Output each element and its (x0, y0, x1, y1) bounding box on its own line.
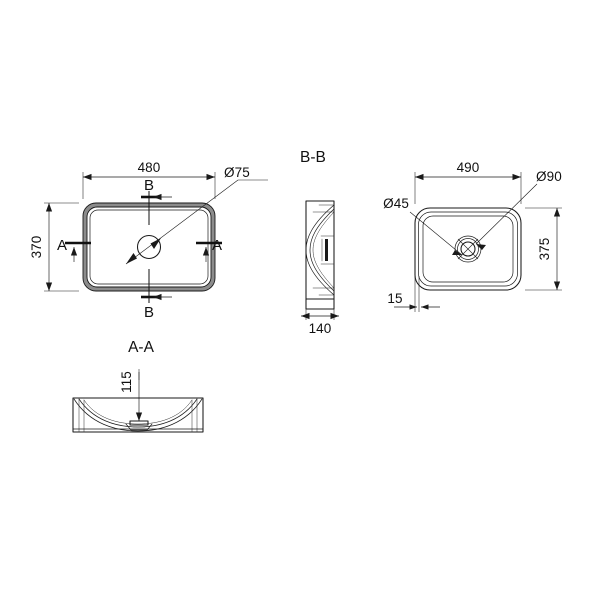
drain-hole-top (136, 234, 162, 260)
basin-inner-edge (89, 209, 209, 285)
label-offset-15: 15 (387, 291, 402, 306)
bb-bowl-curve-outer (305, 204, 335, 296)
aa-drain-plug (129, 420, 149, 426)
view-section-aa: A-A 115 (72, 339, 204, 433)
view-section-bb: B-B 140 (300, 149, 339, 336)
label-drain-inner-dia: Ø45 (383, 196, 409, 211)
bb-drain-slot (325, 239, 328, 261)
bb-bowl-curve-inner (309, 208, 335, 292)
bottom-drain-inner-circle (460, 241, 476, 257)
bb-lower-skirt (305, 298, 335, 310)
label-width-480: 480 (138, 160, 161, 175)
section-label-b-top: B (144, 177, 154, 194)
bottom-outer-outline (414, 207, 522, 291)
aa-drain-boss (125, 423, 153, 431)
bottom-drain-cross-2 (457, 238, 479, 260)
drain-leader-line (125, 179, 239, 265)
label-height-115: 115 (119, 371, 134, 393)
label-depth-375: 375 (537, 238, 552, 261)
drain-leader-arrow (126, 253, 137, 264)
basin-rim-band (82, 202, 216, 292)
section-label-a-right: A (212, 237, 222, 254)
leader-dia45 (409, 211, 463, 256)
label-drain-outer-dia: Ø90 (536, 169, 562, 184)
label-drain-diameter-top: Ø75 (224, 165, 250, 180)
aa-bowl-curve-inner2 (83, 399, 193, 425)
label-depth-370: 370 (29, 236, 44, 259)
leader-dia90-arrow (476, 244, 486, 250)
section-label-a-left: A (57, 237, 67, 254)
leader-dia90 (475, 183, 538, 245)
drain-leader-arrow-b (150, 238, 161, 249)
view-top-plan: Ø75 480 370 B B A (29, 160, 268, 321)
view-title-bb: B-B (300, 149, 326, 166)
view-title-aa: A-A (128, 339, 155, 356)
bb-bowl-curve-inner2 (312, 211, 335, 289)
label-width-490: 490 (457, 160, 480, 175)
bottom-outline-offset-1 (418, 211, 518, 287)
aa-bowl-curve-outer (73, 398, 203, 432)
section-label-b-bottom: B (144, 304, 154, 321)
bottom-drain-mid-circle (457, 238, 479, 260)
view-bottom-plan: Ø45 Ø90 490 375 15 (383, 160, 562, 312)
aa-outer-box (72, 397, 204, 433)
leader-dia45-arrow (452, 250, 462, 255)
label-depth-140: 140 (309, 321, 332, 336)
